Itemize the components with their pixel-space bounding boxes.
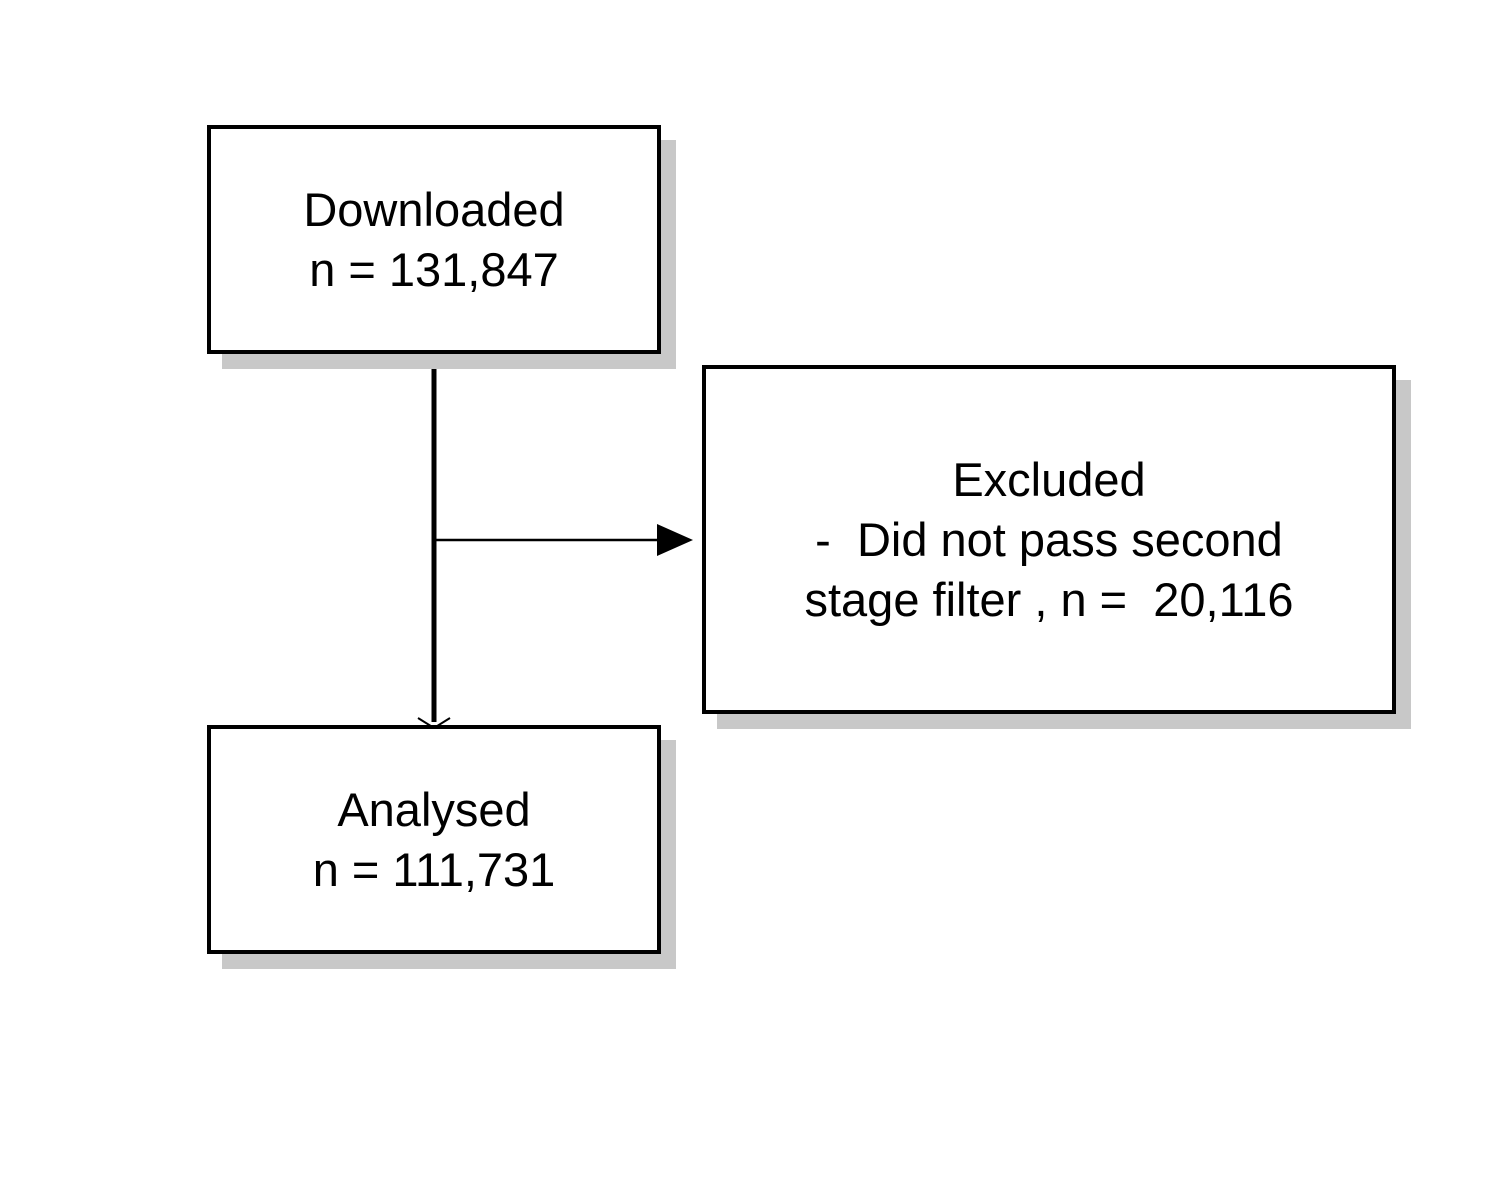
excluded-label: Excluded	[952, 452, 1146, 506]
analysed-label: Analysed	[337, 782, 531, 836]
downloaded-label: Downloaded	[303, 182, 565, 236]
excluded-box: Excluded - Did not pass second stage fil…	[702, 365, 1396, 714]
analysed-count: n = 111,731	[312, 842, 556, 896]
downloaded-box: Downloaded n = 131,847	[207, 125, 661, 354]
analysed-box: Analysed n = 111,731	[207, 725, 661, 954]
excluded-reason-line2: stage filter , n = 20,116	[804, 572, 1294, 626]
exclusion-arrowhead	[657, 524, 693, 556]
excluded-reason-line1: - Did not pass second	[815, 512, 1283, 566]
downloaded-count: n = 131,847	[309, 242, 559, 296]
